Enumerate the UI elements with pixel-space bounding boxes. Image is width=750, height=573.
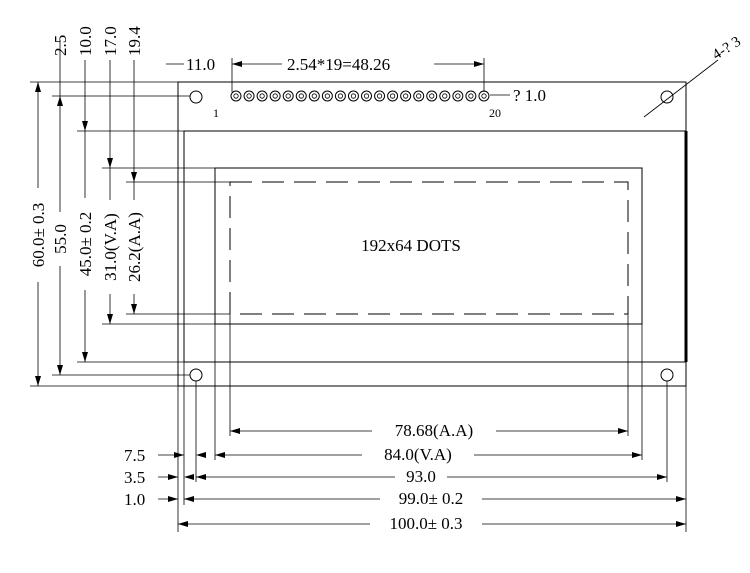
viewing-area xyxy=(214,167,643,325)
pin-17 xyxy=(439,90,451,102)
pin-hole-17 xyxy=(442,93,448,99)
dim-99: 99.0± 0.2 xyxy=(399,489,464,508)
pin-18 xyxy=(452,90,464,102)
pin-hole-15 xyxy=(416,93,422,99)
bottom-dimensions xyxy=(158,314,687,532)
pin-10 xyxy=(347,90,359,102)
dim-pin-pitch: 2.54*19=48.26 xyxy=(287,55,390,74)
pin-hole-16 xyxy=(429,93,435,99)
lcd-frame xyxy=(183,130,688,363)
dim-78-68: 78.68(A.A) xyxy=(395,421,473,440)
dim-60: 60.0± 0.3 xyxy=(29,203,48,268)
pin-hole-11 xyxy=(363,93,370,99)
dim-31: 31.0(V.A) xyxy=(101,213,120,281)
pin-20 xyxy=(478,90,490,102)
dim-7-5: 7.5 xyxy=(124,446,145,465)
pin-hole-1 xyxy=(233,93,239,99)
pin-hole-18 xyxy=(455,93,461,99)
active-area xyxy=(229,181,629,315)
dim-17: 17.0 xyxy=(101,26,120,56)
pin-header xyxy=(230,90,490,102)
top-dimensions xyxy=(166,58,510,96)
dim-3-5: 3.5 xyxy=(124,468,145,487)
pin-9 xyxy=(334,90,346,102)
pin-hole-12 xyxy=(376,93,383,99)
pin-hole-4 xyxy=(272,93,278,99)
dim-pin-diameter: ? 1.0 xyxy=(513,86,546,105)
dim-84: 84.0(V.A) xyxy=(384,445,452,464)
pin-hole-8 xyxy=(324,93,330,99)
pin-hole-7 xyxy=(311,93,317,99)
pin-5 xyxy=(282,90,294,102)
pin-1 xyxy=(230,90,242,102)
dim-19-4: 19.4 xyxy=(125,26,144,56)
dots-label: 192x64 DOTS xyxy=(361,236,461,255)
dim-26-2: 26.2(A.A) xyxy=(125,212,144,282)
pin-hole-13 xyxy=(389,93,396,99)
dim-45: 45.0± 0.2 xyxy=(76,212,95,277)
pin-hole-5 xyxy=(285,93,291,99)
pin-hole-10 xyxy=(350,93,357,99)
pin-11 xyxy=(361,90,372,102)
pcb-outline xyxy=(177,81,687,387)
pin-hole-9 xyxy=(337,93,343,99)
pin-hole-19 xyxy=(468,93,474,99)
dim-55: 55.0 xyxy=(51,224,70,254)
pin-7 xyxy=(308,90,320,102)
pin-3 xyxy=(256,90,268,102)
dim-2-5: 2.5 xyxy=(51,35,70,56)
pin-8 xyxy=(321,90,333,102)
pin-16 xyxy=(426,90,438,102)
pin-14 xyxy=(400,90,412,102)
pin-hole-14 xyxy=(403,93,409,99)
pin-hole-3 xyxy=(259,93,265,99)
pin-2 xyxy=(243,90,255,102)
dim-10: 10.0 xyxy=(76,26,95,56)
pin-13 xyxy=(387,90,399,102)
dim-93: 93.0 xyxy=(406,467,436,486)
pin-4 xyxy=(269,90,281,102)
pin-hole-2 xyxy=(246,93,252,99)
pin-hole-6 xyxy=(298,93,304,99)
pin20-label: 20 xyxy=(489,106,501,120)
dim-hole: 4-? 3 xyxy=(710,34,744,64)
pin-15 xyxy=(413,90,425,102)
pin-12 xyxy=(374,90,386,102)
dim-100: 100.0± 0.3 xyxy=(389,514,462,533)
dim-1-0: 1.0 xyxy=(124,490,145,509)
pin1-label: 1 xyxy=(213,106,219,120)
pin-hole-20 xyxy=(481,93,487,99)
hole-leader xyxy=(643,59,719,118)
dim-pin-offset: 11.0 xyxy=(186,55,215,74)
pin-19 xyxy=(465,90,477,102)
pin-6 xyxy=(295,90,307,102)
